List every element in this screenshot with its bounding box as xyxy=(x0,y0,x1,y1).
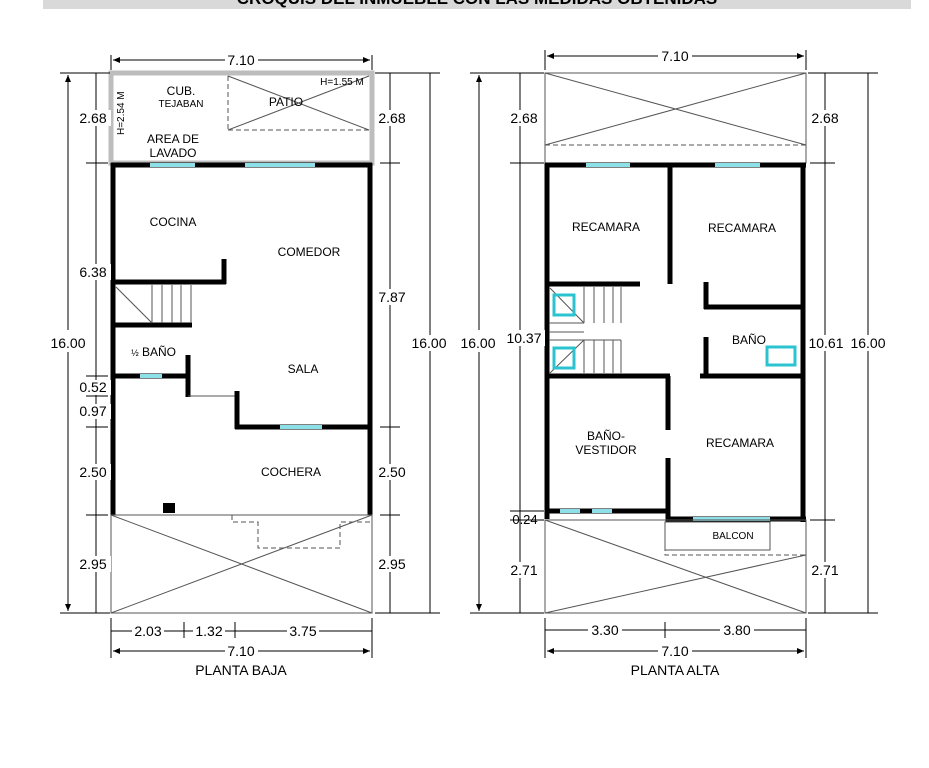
dimension-label: 3.75 xyxy=(289,623,316,639)
dimension-label: 2.03 xyxy=(134,623,161,639)
dimension-label: 2.68 xyxy=(79,110,106,126)
stairs-icon xyxy=(115,285,192,324)
room-label: TEJABAN xyxy=(158,99,203,110)
column-icon xyxy=(163,503,175,513)
plan-title: PLANTA ALTA xyxy=(631,662,720,678)
dimension-label: 7.10 xyxy=(227,643,254,659)
dimension-label: 0.97 xyxy=(79,403,106,419)
room-label: COMEDOR xyxy=(278,245,341,259)
room-label: RECAMARA xyxy=(572,220,640,234)
planta-alta: RECAMARA RECAMARA BAÑO BAÑO- VESTIDOR RE… xyxy=(460,48,888,678)
dimension-label: 2.50 xyxy=(79,464,106,480)
dimension-label: 2.68 xyxy=(378,110,405,126)
dimensions: 7.10 16.00 2.68 6.38 0.52 0.97 2.50 2.95… xyxy=(50,52,450,659)
stairs-icon xyxy=(549,287,622,374)
dimension-label: 1.32 xyxy=(195,623,222,639)
room-label: VESTIDOR xyxy=(575,443,637,457)
dimension-label: 7.87 xyxy=(378,289,405,305)
dimension-label: 2.71 xyxy=(510,562,537,578)
room-label: BALCON xyxy=(712,531,753,542)
room-label: RECAMARA xyxy=(706,436,774,450)
room-label: BAÑO xyxy=(732,333,766,347)
room-label: LAVADO xyxy=(150,146,197,160)
skylight-icon xyxy=(552,346,576,370)
room-label: ½ xyxy=(131,348,139,358)
dimension-label: 7.10 xyxy=(661,643,688,659)
height-note: H=2.54 M xyxy=(116,91,127,135)
dimension-label: 2.71 xyxy=(811,562,838,578)
room-label: SALA xyxy=(288,362,319,376)
dimension-label: 3.30 xyxy=(591,622,618,638)
dimension-label: 0.52 xyxy=(79,379,106,395)
dimension-label: 2.95 xyxy=(79,556,106,572)
plan-title: PLANTA BAJA xyxy=(195,662,287,678)
room-label: COCHERA xyxy=(261,465,321,479)
dimension-label: 10.61 xyxy=(808,335,843,351)
dimension-label: 10.37 xyxy=(506,330,541,346)
dimension-label: 2.95 xyxy=(378,556,405,572)
room-label: CUB. xyxy=(167,84,196,98)
dimension-label: 16.00 xyxy=(460,335,495,351)
skylight-icon xyxy=(765,345,797,367)
room-label: RECAMARA xyxy=(708,221,776,235)
room-label: COCINA xyxy=(150,215,197,229)
dimension-label: 0.24 xyxy=(512,512,537,527)
planta-baja: CUB. TEJABAN PATIO H=1.55 M H=2.54 M ARE… xyxy=(50,52,450,678)
dimension-label: 2.68 xyxy=(811,110,838,126)
dimension-label: 16.00 xyxy=(50,335,85,351)
room-label: AREA DE xyxy=(147,132,199,146)
room-label: PATIO xyxy=(269,95,303,109)
dimension-label: 2.50 xyxy=(378,464,405,480)
dimension-label: 7.10 xyxy=(227,52,254,68)
dimension-label: 16.00 xyxy=(850,335,885,351)
room-label: BAÑO- xyxy=(587,429,625,443)
page-title: CROQUIS DEL INMUEBLE CON LAS MEDIDAS OBT… xyxy=(43,0,911,9)
skylight-icon xyxy=(552,293,576,317)
walls xyxy=(110,162,373,515)
room-label: BAÑO xyxy=(142,345,176,359)
dimension-label: 6.38 xyxy=(79,264,106,280)
height-note: H=1.55 M xyxy=(320,77,364,88)
dimension-label: 2.68 xyxy=(510,110,537,126)
walls xyxy=(544,162,806,522)
dimensions: 7.10 16.00 2.68 10.37 0.24 2.71 2.68 10.… xyxy=(460,48,888,659)
dimension-label: 16.00 xyxy=(411,335,446,351)
dimension-label: 3.80 xyxy=(723,622,750,638)
dimension-label: 7.10 xyxy=(661,48,688,64)
